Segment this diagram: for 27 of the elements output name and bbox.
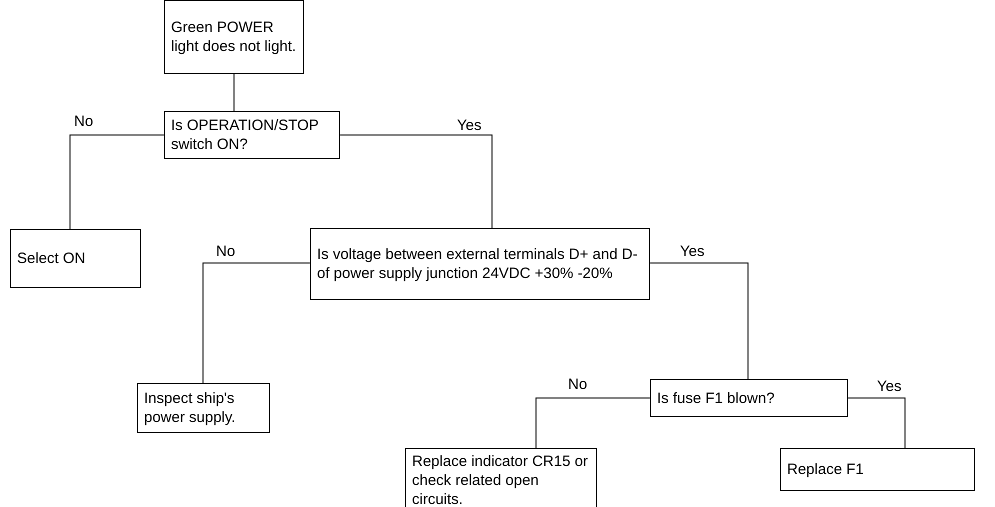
connector-line (340, 134, 492, 228)
edge-label: No (216, 243, 236, 261)
decision-box (650, 379, 848, 417)
node-text: Replace indicator CR15 or check related open circuits. (412, 452, 589, 507)
connector-line (650, 262, 748, 380)
connector-line (848, 398, 906, 448)
process-box (137, 383, 270, 433)
connector-line (536, 398, 650, 448)
node-text: Is OPERATION/STOP switch ON? (171, 116, 320, 154)
connector-line (202, 262, 310, 384)
decision-box (310, 228, 650, 300)
edge-label: Yes (457, 117, 482, 135)
node-text: Replace F1 (787, 460, 864, 479)
edge-label: No (568, 376, 588, 394)
process-box (10, 229, 141, 288)
process-box (164, 0, 304, 74)
node-text: Is voltage between external terminals D+ and D- of power supply junction 24VDC +30% -20% (317, 245, 639, 283)
node-text: Is fuse F1 blown? (657, 388, 775, 408)
edge-label: No (74, 113, 94, 131)
edge-label: Yes (680, 243, 704, 261)
node-text: Green POWER light does not light. (171, 18, 297, 56)
node-text: Inspect ship's power supply. (144, 389, 236, 427)
node-text: Select ON (17, 249, 86, 268)
connector-line (70, 134, 164, 230)
decision-box (164, 111, 340, 159)
process-box (780, 448, 975, 491)
edge-label: Yes (877, 378, 902, 396)
